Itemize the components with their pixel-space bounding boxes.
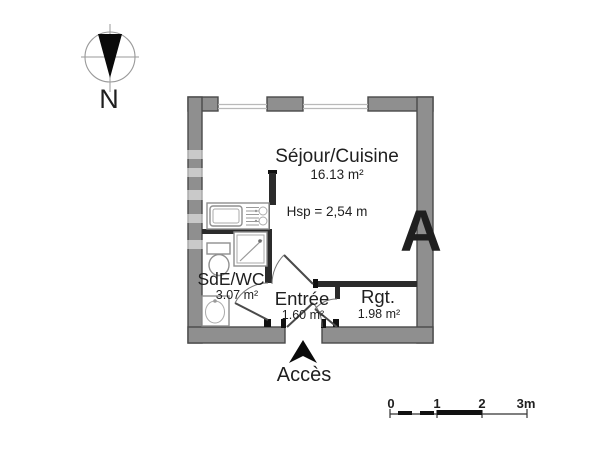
entrance-doorstop-left [281, 319, 286, 328]
partition-cap [268, 170, 277, 174]
room-area-rgt: 1.98 m² [358, 307, 400, 321]
bathroom-fixtures [201, 231, 268, 327]
kitchen-sink [209, 205, 243, 227]
door-bathroom [234, 282, 269, 321]
floor-plan: A [185, 96, 442, 344]
toilet [206, 242, 231, 277]
washbasin [201, 295, 230, 327]
wall-bottom-right [321, 326, 434, 344]
kitchen-partition-upper [269, 173, 276, 205]
wall-top-middle [266, 96, 304, 112]
watermark: A [185, 150, 442, 264]
scale-label-3m: 3m [517, 396, 536, 411]
scale-label-0: 0 [387, 396, 394, 411]
compass-north-label: N [99, 84, 119, 114]
watermark-letter: A [400, 199, 442, 264]
storage-door-hinge-tab [333, 319, 339, 327]
room-area-entree: 1.60 m² [282, 308, 324, 322]
sejour-door-hinge-tab [313, 279, 318, 288]
room-area-sde: 3.07 m² [216, 288, 258, 302]
windows [218, 103, 368, 110]
storage-left-wall [335, 287, 340, 299]
door-storage [314, 298, 338, 328]
window-1 [218, 103, 267, 110]
bathroom-door-hinge-tab [264, 319, 271, 327]
cooktop [254, 206, 268, 226]
kitchen-fixtures [206, 202, 270, 230]
scale-solid-segment [437, 410, 482, 415]
scale-bar: 0 1 2 3m [387, 396, 535, 418]
shower [233, 231, 268, 267]
room-area-sejour: 16.13 m² [310, 167, 364, 182]
room-label-sde: SdE/WC [197, 269, 264, 289]
compass-circle [84, 31, 136, 83]
kitchen-sink-basin [212, 208, 240, 224]
entree-sejour-wall [313, 281, 417, 287]
access-arrow-icon [289, 340, 317, 363]
scale-dash-1 [398, 411, 412, 415]
room-labels: Séjour/Cuisine 16.13 m² Hsp = 2,54 m SdE… [197, 146, 400, 322]
north-compass: N [81, 24, 139, 114]
access-label: Accès [277, 364, 331, 386]
access-marker: Accès [277, 340, 331, 386]
wall-bottom-left [187, 326, 286, 344]
scale-label-2: 2 [478, 396, 485, 411]
scale-label-1: 1 [433, 396, 440, 411]
door-sejour [271, 254, 314, 285]
compass-needle-icon [98, 34, 122, 78]
ceiling-height-label: Hsp = 2,54 m [287, 204, 368, 219]
bathroom-right-wall [265, 233, 272, 283]
room-label-entree: Entrée [275, 288, 330, 309]
window-2 [303, 103, 368, 110]
doors [234, 254, 338, 328]
room-label-sejour: Séjour/Cuisine [275, 146, 399, 167]
entrance-doorstop-right [321, 319, 326, 328]
scale-dash-2 [420, 411, 434, 415]
room-label-rgt: Rgt. [361, 286, 395, 307]
